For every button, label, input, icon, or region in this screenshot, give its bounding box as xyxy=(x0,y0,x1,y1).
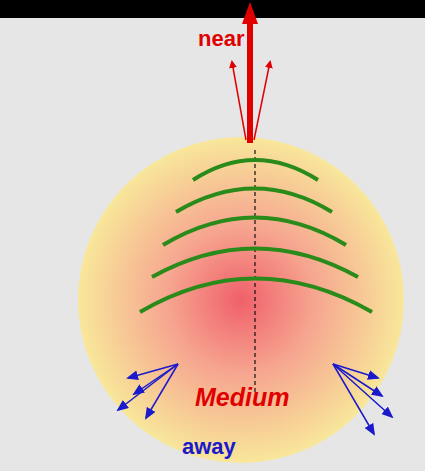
medium-circle: Medium xyxy=(78,136,406,464)
top-bar xyxy=(0,0,425,18)
region-label: near xyxy=(198,26,244,52)
region-label: away xyxy=(182,434,236,460)
medium-label: Medium xyxy=(195,383,289,412)
medium-illustration xyxy=(78,136,406,464)
